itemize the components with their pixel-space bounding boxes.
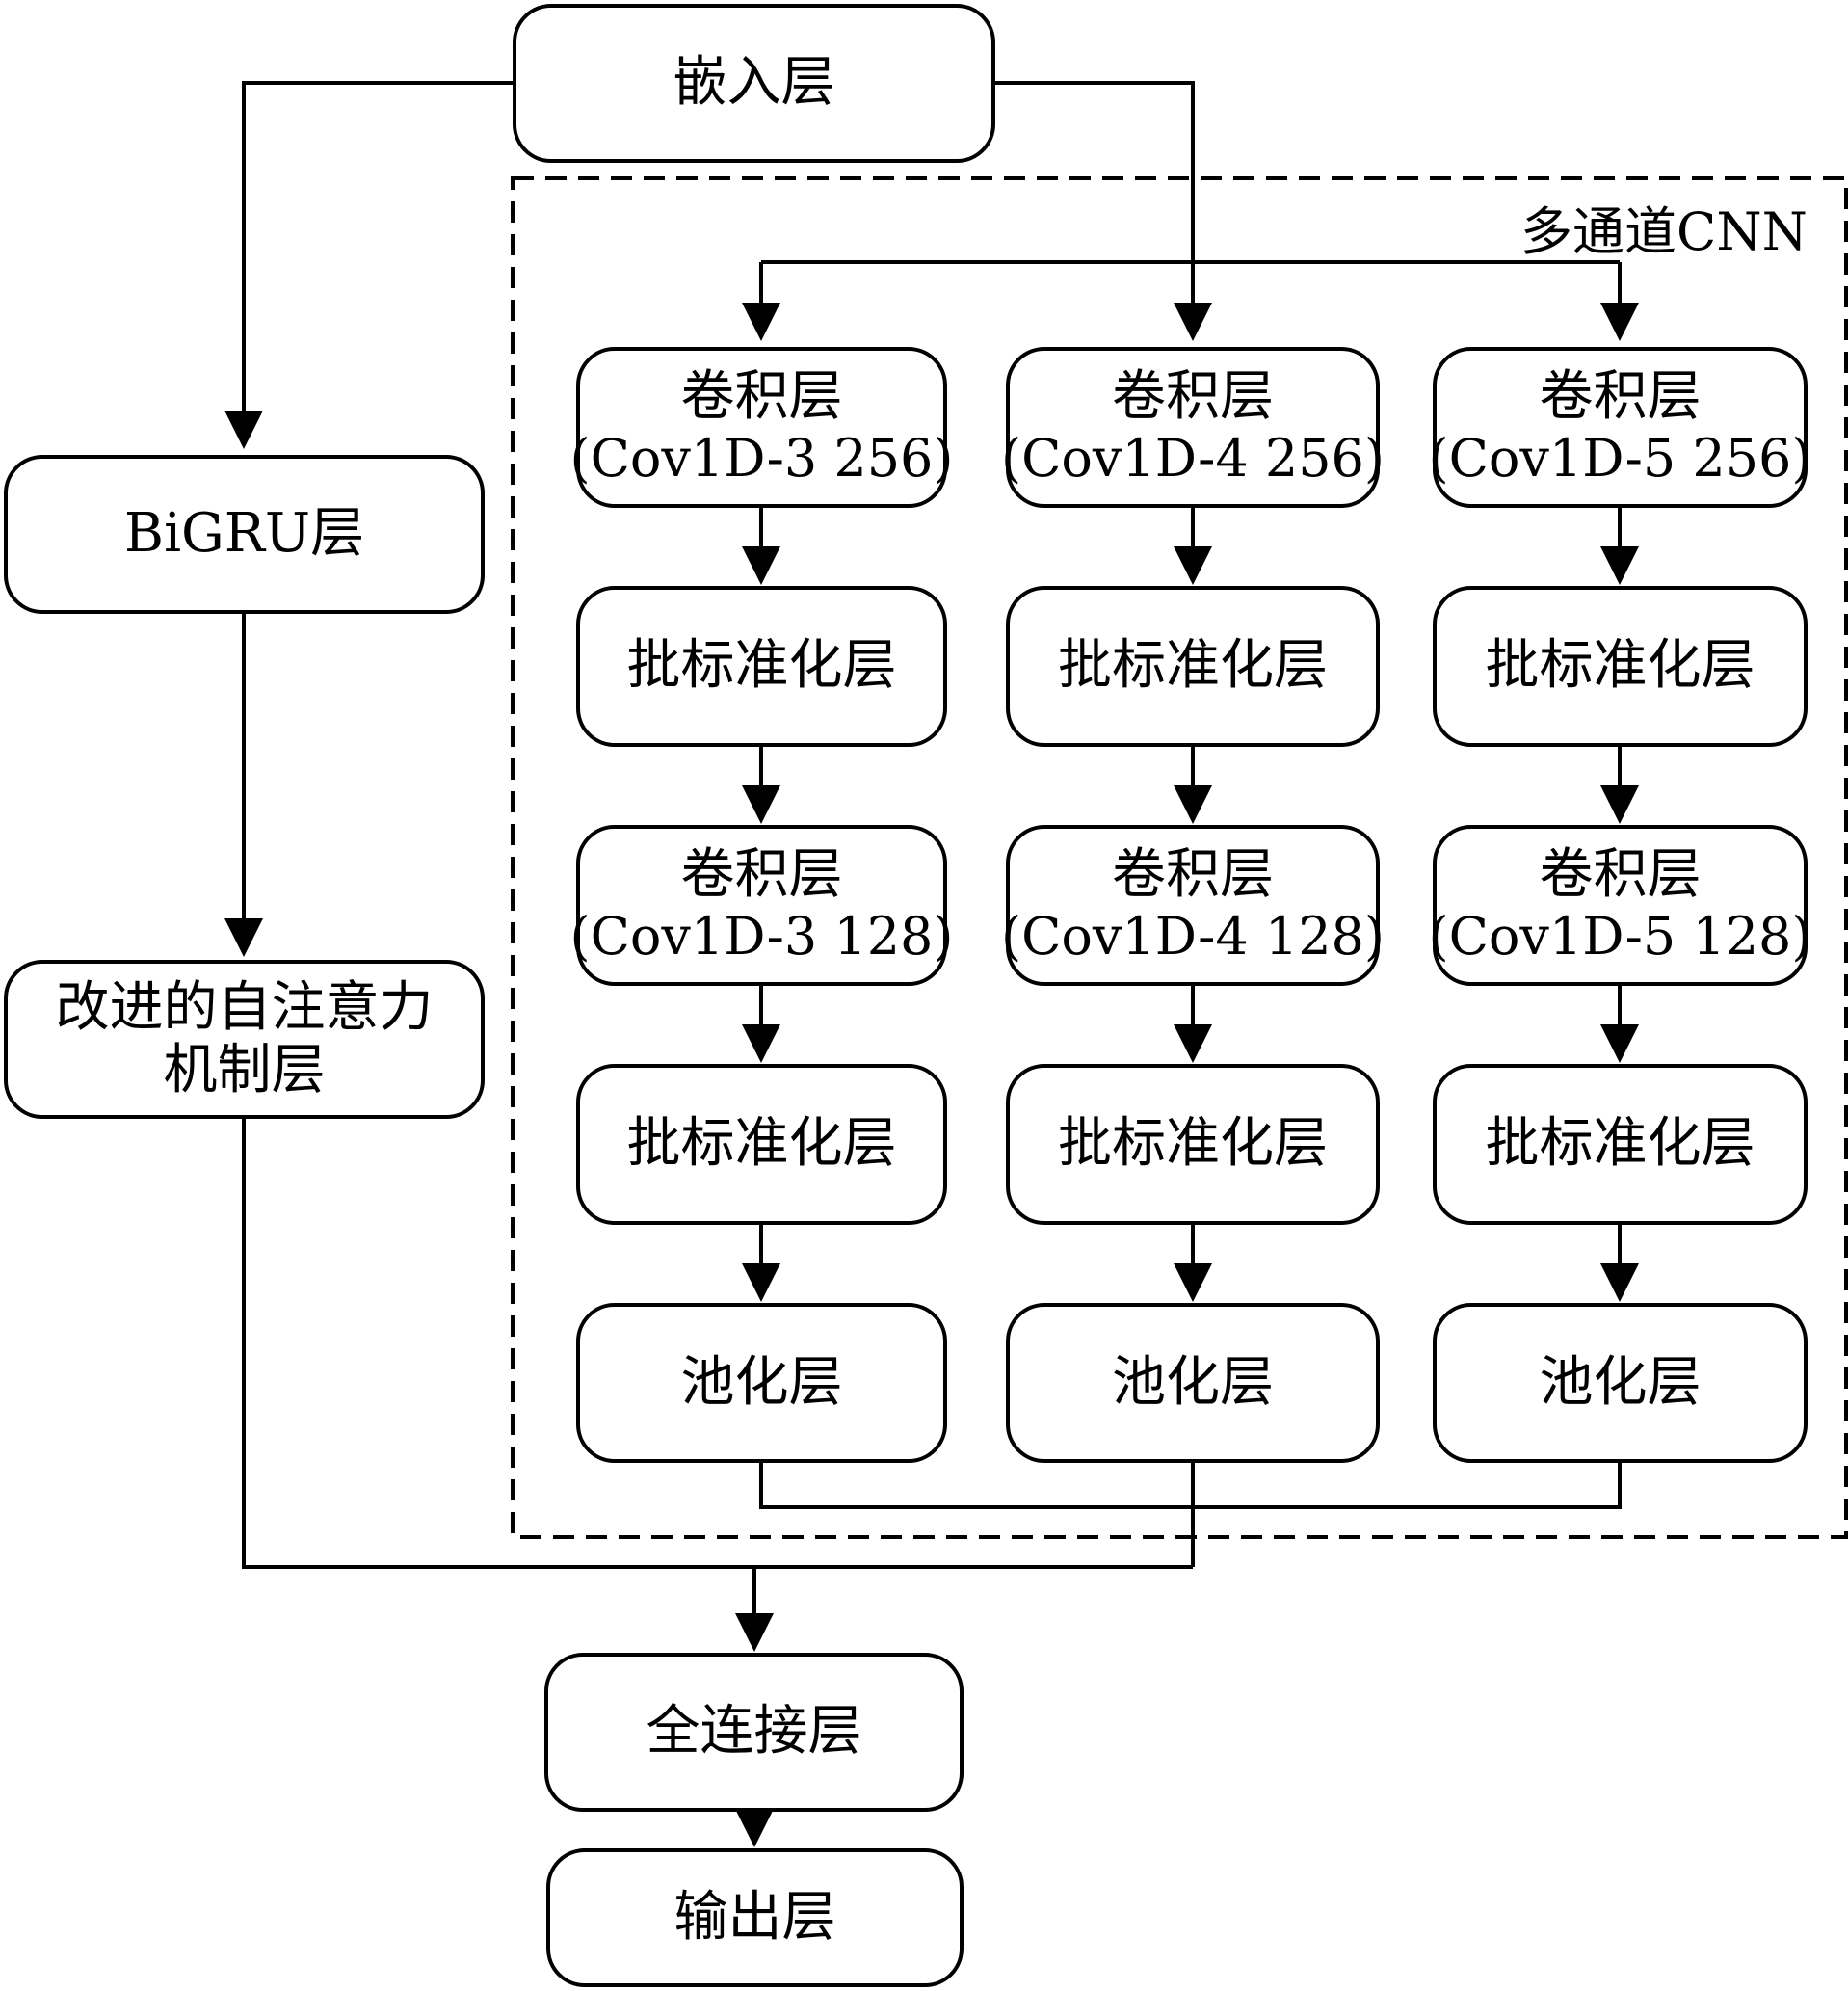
ch3-pool: 池化层	[1433, 1303, 1808, 1463]
attention-label-line1: 改进的自注意力	[55, 976, 434, 1040]
ch3-conv1: 卷积层 (Cov1D-5 256)	[1429, 347, 1811, 508]
bn-label: 批标准化层	[1058, 1112, 1328, 1176]
ch3-bn1: 批标准化层	[1433, 586, 1808, 747]
bn-label: 批标准化层	[626, 634, 897, 698]
ch2-pool: 池化层	[1006, 1303, 1380, 1463]
output-layer: 输出层	[546, 1848, 964, 1987]
pool-label: 池化层	[1539, 1350, 1702, 1414]
ch1-bn2: 批标准化层	[576, 1064, 947, 1225]
ch2-conv2: 卷积层 (Cov1D-4 128)	[1001, 825, 1385, 986]
bn-label: 批标准化层	[1485, 634, 1756, 698]
bn-label: 批标准化层	[1485, 1112, 1756, 1176]
fc-layer: 全连接层	[544, 1653, 964, 1812]
embedding-layer: 嵌入层	[513, 4, 995, 163]
conv-param: (Cov1D-3 256)	[569, 427, 954, 489]
conv-label: 卷积层	[680, 843, 843, 907]
ch1-pool: 池化层	[576, 1303, 947, 1463]
attention-down	[242, 1119, 1193, 1569]
arrow-embed-to-cnn	[995, 81, 1212, 341]
cnn-title: 多通道CNN	[1520, 201, 1808, 262]
conv-label: 卷积层	[1539, 843, 1702, 907]
conv-param: (Cov1D-5 256)	[1428, 427, 1812, 489]
ch1-bn1: 批标准化层	[576, 586, 947, 747]
cnn-frame	[511, 176, 1848, 1539]
conv-param: (Cov1D-4 128)	[1001, 905, 1385, 967]
pool-merge-bar	[759, 1463, 1622, 1509]
conv-label: 卷积层	[1539, 365, 1702, 429]
conv-label: 卷积层	[680, 365, 843, 429]
fc-label: 全连接层	[646, 1700, 862, 1764]
attention-label-line2: 机制层	[163, 1038, 326, 1102]
attention-layer: 改进的自注意力 机制层	[4, 960, 485, 1119]
ch2-bn2: 批标准化层	[1006, 1064, 1380, 1225]
ch1-conv1: 卷积层 (Cov1D-3 256)	[570, 347, 953, 508]
ch2-conv1: 卷积层 (Cov1D-4 256)	[1001, 347, 1385, 508]
pool-label: 池化层	[680, 1350, 843, 1414]
ch3-bn2: 批标准化层	[1433, 1064, 1808, 1225]
conv-param: (Cov1D-3 128)	[569, 905, 954, 967]
arrow-embed-to-bigru	[224, 81, 513, 449]
bigru-layer: BiGRU层	[4, 455, 485, 614]
embedding-label: 嵌入层	[673, 51, 835, 115]
bn-label: 批标准化层	[626, 1112, 897, 1176]
bigru-label: BiGRU层	[123, 502, 365, 566]
conv-label: 卷积层	[1112, 365, 1274, 429]
conv-param: (Cov1D-5 128)	[1428, 905, 1812, 967]
ch2-bn1: 批标准化层	[1006, 586, 1380, 747]
bn-label: 批标准化层	[1058, 634, 1328, 698]
conv-label: 卷积层	[1112, 843, 1274, 907]
pool-label: 池化层	[1112, 1350, 1274, 1414]
ch3-conv2: 卷积层 (Cov1D-5 128)	[1429, 825, 1811, 986]
ch1-conv2: 卷积层 (Cov1D-3 128)	[570, 825, 953, 986]
conv-param: (Cov1D-4 256)	[1001, 427, 1385, 489]
output-label: 输出层	[673, 1885, 836, 1949]
